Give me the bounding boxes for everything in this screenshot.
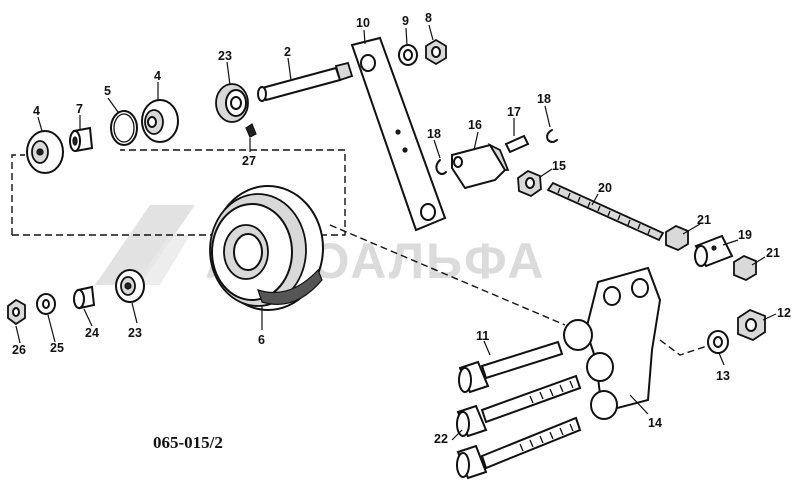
part-4-housing-right <box>141 99 179 143</box>
callout-4-left: 4 <box>33 104 40 118</box>
callout-27: 27 <box>242 154 256 168</box>
callout-21-right: 21 <box>766 246 780 260</box>
callout-20: 20 <box>598 181 612 195</box>
callout-15: 15 <box>552 159 566 173</box>
assembly-lines <box>11 149 711 356</box>
callout-19: 19 <box>738 228 752 242</box>
part-27-grease-fitting <box>245 123 257 138</box>
part-14-mounting-bracket <box>563 266 662 420</box>
part-26-nut <box>7 298 26 326</box>
callout-17: 17 <box>507 105 521 119</box>
callout-23-upper: 23 <box>218 49 232 63</box>
callout-13: 13 <box>716 369 730 383</box>
part-21-nut-right <box>733 254 757 282</box>
part-9-washer <box>398 44 418 66</box>
drawing-code: 065-015/2 <box>153 433 223 452</box>
callout-5: 5 <box>104 84 111 98</box>
part-21-nut-left <box>665 224 689 252</box>
leader-lines <box>15 24 777 441</box>
part-18-clip-right <box>546 129 558 143</box>
part-19-coupler <box>694 234 734 268</box>
part-5-snap-ring <box>110 110 138 146</box>
part-24-spacer <box>73 285 96 310</box>
watermark-logo <box>95 205 195 285</box>
part-20-threaded-rod <box>546 181 665 242</box>
callout-23-lower: 23 <box>128 326 142 340</box>
part-12-nut <box>737 308 766 342</box>
part-23-bearing-lower <box>115 269 145 303</box>
part-6-pulley <box>209 185 324 311</box>
callout-16: 16 <box>468 118 482 132</box>
part-23-bearing-upper <box>215 83 249 123</box>
callout-22: 22 <box>434 432 448 446</box>
part-8-nut <box>425 38 447 66</box>
callout-9: 9 <box>402 14 409 28</box>
part-18-clip-left <box>435 159 447 175</box>
part-10-bracket <box>350 36 447 232</box>
callout-12: 12 <box>777 306 791 320</box>
callout-11: 11 <box>476 329 489 343</box>
callout-6: 6 <box>258 333 265 347</box>
callout-2: 2 <box>284 45 291 59</box>
callout-24: 24 <box>85 326 99 340</box>
part-13-washer <box>707 330 729 354</box>
callout-10: 10 <box>356 16 370 30</box>
callout-18-left: 18 <box>427 127 441 141</box>
callout-21-left: 21 <box>697 213 711 227</box>
callout-7: 7 <box>76 102 83 116</box>
part-22-bolt-upper <box>456 374 582 438</box>
part-25-washer <box>36 293 56 315</box>
part-4-housing-left <box>26 130 64 174</box>
part-17-pin <box>504 134 530 154</box>
part-22-bolt-lower <box>456 416 582 480</box>
callout-25: 25 <box>50 341 64 355</box>
callout-14: 14 <box>648 416 662 430</box>
callout-4-right: 4 <box>154 69 161 83</box>
callout-26: 26 <box>12 343 26 357</box>
part-15-nut <box>517 169 542 198</box>
callout-8: 8 <box>425 11 432 25</box>
callout-labels: 10 9 8 2 23 4 5 7 4 27 18 16 17 18 15 20… <box>12 11 791 446</box>
part-16-yoke <box>451 142 510 190</box>
part-7-bushing <box>69 126 94 153</box>
part-11-bolt <box>458 340 564 394</box>
callout-18-right: 18 <box>537 92 551 106</box>
part-2-axle <box>257 61 354 102</box>
